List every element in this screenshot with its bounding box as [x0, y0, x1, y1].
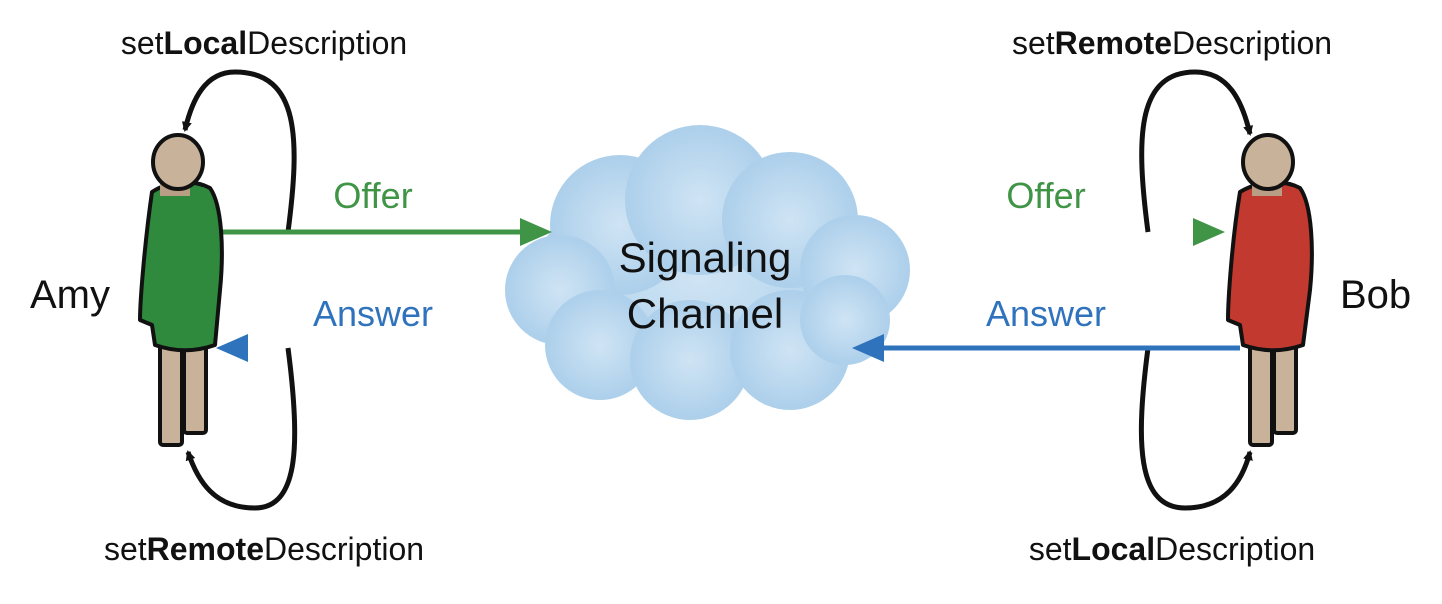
right-answer-label: Answer [986, 293, 1106, 334]
amy-figure [138, 133, 224, 447]
right-offer-arrow [840, 218, 1225, 246]
right-answer-arrow [852, 334, 1240, 362]
amy-bottom-method-label: setRemoteDescription [104, 531, 424, 567]
left-offer-arrow [222, 218, 552, 246]
amy-bottom-loop-arrow [185, 347, 298, 511]
bob-bottom-loop-arrow [1138, 347, 1253, 511]
bob-top-loop-arrow [1139, 69, 1254, 233]
right-offer-label: Offer [1006, 175, 1085, 216]
bob-bottom-method-label: setLocalDescription [1029, 531, 1315, 567]
left-answer-label: Answer [313, 293, 433, 334]
cloud-label-line2: Channel [627, 290, 783, 337]
signaling-cloud: Signaling Channel [505, 125, 910, 420]
bob-top-method-label: setRemoteDescription [1012, 25, 1332, 61]
left-answer-arrow [216, 334, 564, 362]
amy-top-loop-arrow [181, 69, 297, 233]
left-offer-label: Offer [333, 175, 412, 216]
bob-name: Bob [1340, 273, 1411, 317]
bob-figure [1226, 133, 1314, 447]
cloud-label-line1: Signaling [619, 234, 792, 281]
amy-top-method-label: setLocalDescription [121, 25, 407, 61]
amy-name: Amy [30, 273, 110, 317]
